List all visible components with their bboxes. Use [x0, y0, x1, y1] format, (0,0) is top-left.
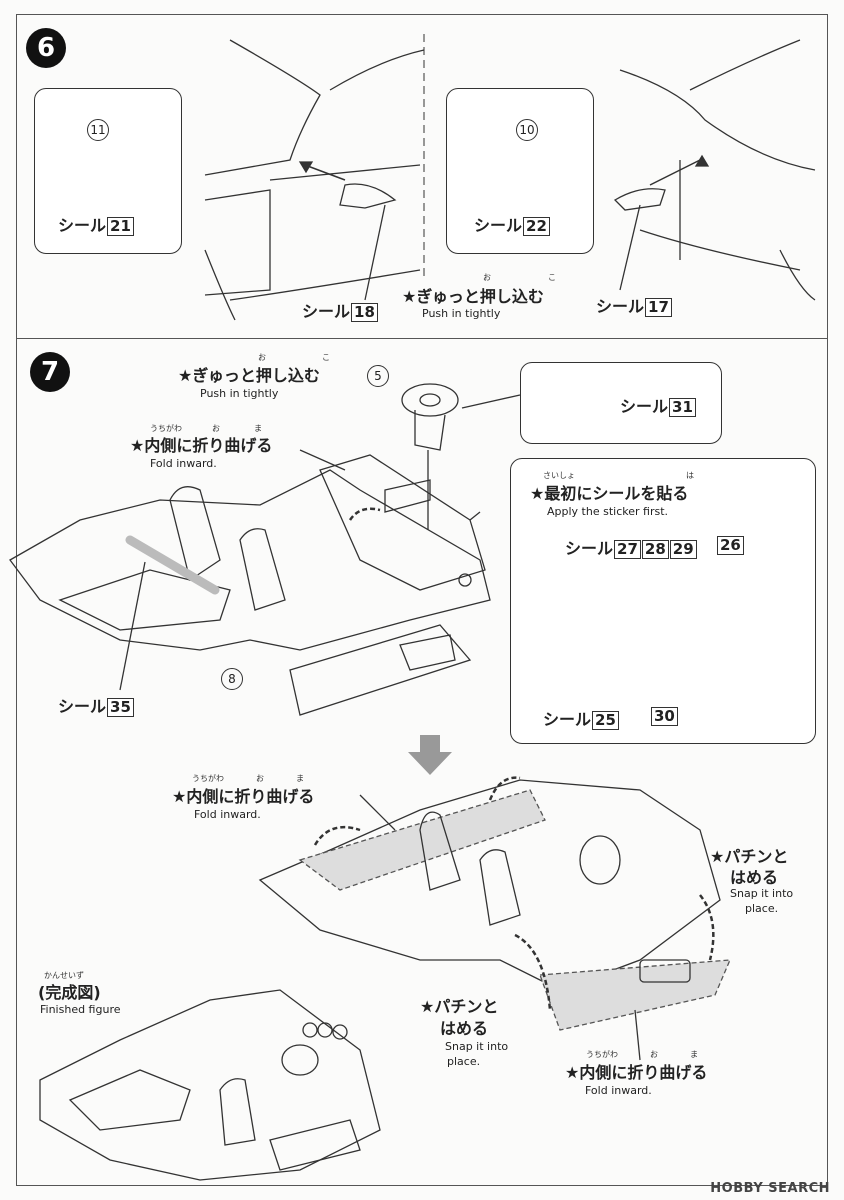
ruby-ma: ま: [690, 1050, 698, 1059]
sticker-number-30: 30: [651, 707, 678, 726]
sticker-text: シール: [58, 697, 107, 716]
sticker-text: シール: [620, 397, 669, 416]
sticker-text: シール: [474, 216, 523, 235]
sticker-text: シール: [596, 297, 645, 316]
ruby-uchigawa: うちがわ: [150, 424, 182, 433]
sticker-text: シール: [543, 710, 592, 729]
sticker-number-29: 29: [669, 540, 697, 559]
sticker-number-27: 27: [614, 540, 641, 559]
part-number-5: 5: [367, 365, 389, 387]
snap-in-place-jp-2: はめる: [730, 868, 779, 887]
sticker-number-28: 28: [641, 540, 669, 559]
left-door-pillar: [204, 39, 321, 176]
ruby-ko: こ: [322, 353, 330, 362]
fold-inward-jp: ★内側に折り曲げる: [130, 436, 273, 455]
ruby-o: お: [258, 353, 266, 362]
snap-in-place-2-jp-2: はめる: [440, 1019, 489, 1038]
step-7-badge: 7: [30, 352, 70, 392]
snap-in-place-en-2: place.: [745, 902, 779, 915]
step-6-badge: 6: [26, 28, 66, 68]
sticker-number-22: 22: [523, 217, 550, 236]
apply-sticker-first-en: Apply the sticker first.: [547, 505, 669, 518]
ruby-o: お: [650, 1050, 658, 1059]
sticker-number-31: 31: [669, 398, 696, 417]
watermark: HOBBY SEARCH: [710, 1181, 830, 1196]
sticker-text: シール: [58, 216, 107, 235]
sticker-text: シール: [302, 302, 351, 321]
snap-in-place-2-en-2: place.: [447, 1055, 481, 1068]
part-number-11: 11: [87, 119, 109, 141]
snap-in-place-2-en-1: Snap it into: [445, 1040, 509, 1053]
sticker-number-25: 25: [592, 711, 619, 730]
lower-assembly-outline: [258, 779, 721, 991]
apply-sticker-first-jp: ★最初にシールを貼る: [530, 484, 689, 503]
fold-inward-3-en: Fold inward.: [585, 1084, 652, 1097]
ruby-o: お: [483, 273, 491, 282]
ruby-saisho: さいしょ: [543, 471, 575, 480]
snap-in-place-2-jp-1: ★パチンと: [420, 997, 499, 1016]
push-in-tightly-en: Push in tightly: [422, 307, 501, 320]
finished-figure-en: Finished figure: [40, 1003, 121, 1016]
dash-sticker-26: 26: [716, 535, 744, 555]
ruby-ko: こ: [548, 273, 556, 282]
push-in-tightly-en: Push in tightly: [200, 387, 279, 400]
finished-figure-outline: [39, 989, 381, 1181]
sticker-number-21: 21: [107, 217, 134, 236]
page-frame: [16, 14, 828, 1186]
fold-inward-3-jp: ★内側に折り曲げる: [565, 1063, 708, 1082]
ruby-kanseizu: かんせいず: [44, 971, 84, 980]
sticker-number-26: 26: [717, 536, 744, 555]
ruby-ma: ま: [254, 424, 262, 433]
fold-inward-en: Fold inward.: [150, 457, 217, 470]
fold-inward-2-en: Fold inward.: [194, 808, 261, 821]
snap-in-place-jp-1: ★パチンと: [710, 847, 789, 866]
finished-figure-jp: (完成図): [38, 983, 101, 1002]
fold-inward-2-jp: ★内側に折り曲げる: [172, 787, 315, 806]
interior-tub-outline: [9, 469, 491, 651]
sticker-text: シール: [565, 539, 614, 558]
dashboard-detail-panel: [510, 458, 816, 744]
ruby-uchigawa: うちがわ: [192, 774, 224, 783]
step-divider: [16, 338, 828, 339]
ruby-o: お: [212, 424, 220, 433]
part-number-10: 10: [516, 119, 538, 141]
sticker-number-35: 35: [107, 698, 134, 717]
sticker-number-18: 18: [351, 303, 378, 322]
sticker-30-label: 30: [650, 706, 678, 726]
sticker-number-17: 17: [645, 298, 672, 317]
step6-right-detail-panel: [446, 88, 594, 254]
push-in-tightly-jp: ★ぎゅっと押し込む: [178, 366, 320, 385]
ruby-o: お: [256, 774, 264, 783]
part-number-8: 8: [221, 668, 243, 690]
ruby-uchigawa: うちがわ: [586, 1050, 618, 1059]
down-arrow: [408, 735, 452, 775]
push-in-tightly-jp: ★ぎゅっと押し込む: [402, 287, 544, 306]
ruby-ha: は: [686, 471, 694, 480]
ruby-ma: ま: [296, 774, 304, 783]
snap-in-place-en-1: Snap it into: [730, 887, 794, 900]
